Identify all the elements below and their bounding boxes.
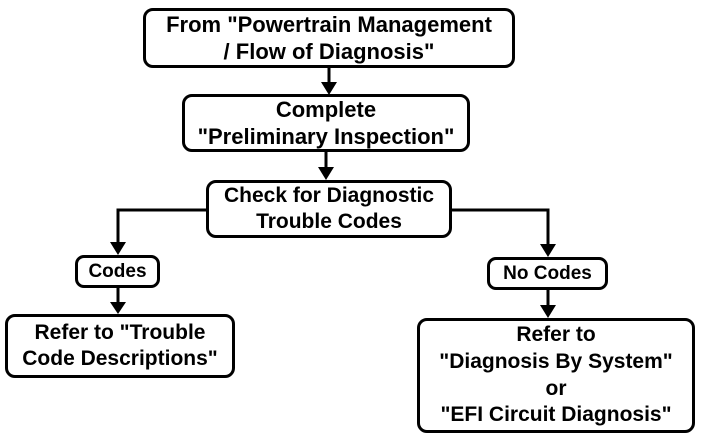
node-codes-label: Codes <box>75 255 160 288</box>
edge-codes-to-refer-trouble <box>110 288 126 314</box>
node-check-for-dtc: Check for Diagnostic Trouble Codes <box>206 180 452 238</box>
edge-check-to-codes <box>110 208 206 255</box>
node-no-codes-label: No Codes <box>487 257 608 290</box>
edge-preliminary-to-check <box>318 152 334 180</box>
edge-no-codes-to-refer-system <box>540 290 556 318</box>
node-refer-diagnosis-by-system: Refer to "Diagnosis By System" or "EFI C… <box>417 318 695 433</box>
edge-start-to-preliminary <box>321 68 337 95</box>
node-start: From "Powertrain Management / Flow of Di… <box>143 8 515 68</box>
node-refer-trouble-code-descriptions: Refer to "Trouble Code Descriptions" <box>5 314 235 378</box>
node-preliminary-inspection: Complete "Preliminary Inspection" <box>182 94 470 152</box>
edge-check-to-no-codes <box>452 208 556 257</box>
